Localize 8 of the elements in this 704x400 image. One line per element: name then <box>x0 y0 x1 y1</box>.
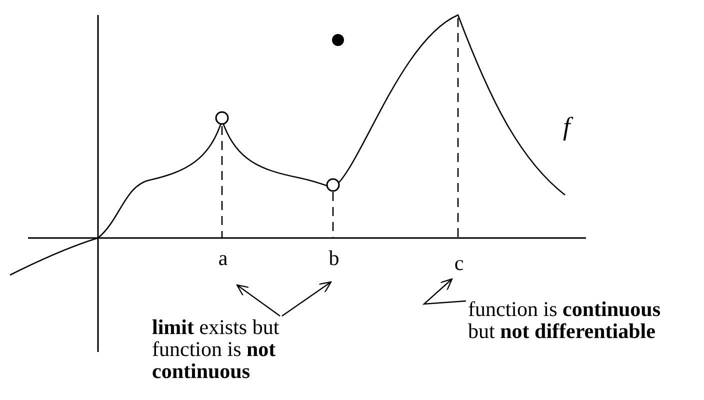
point-label: c <box>450 252 468 274</box>
point-label: b <box>325 247 343 269</box>
annotation-text: function is continuous but not differentiable <box>468 298 673 342</box>
arrow <box>236 284 280 316</box>
arrow <box>282 281 332 316</box>
annotation-text: limit exists but function is not continuous <box>152 316 327 382</box>
point-label: a <box>214 247 232 269</box>
arrow <box>422 278 466 305</box>
